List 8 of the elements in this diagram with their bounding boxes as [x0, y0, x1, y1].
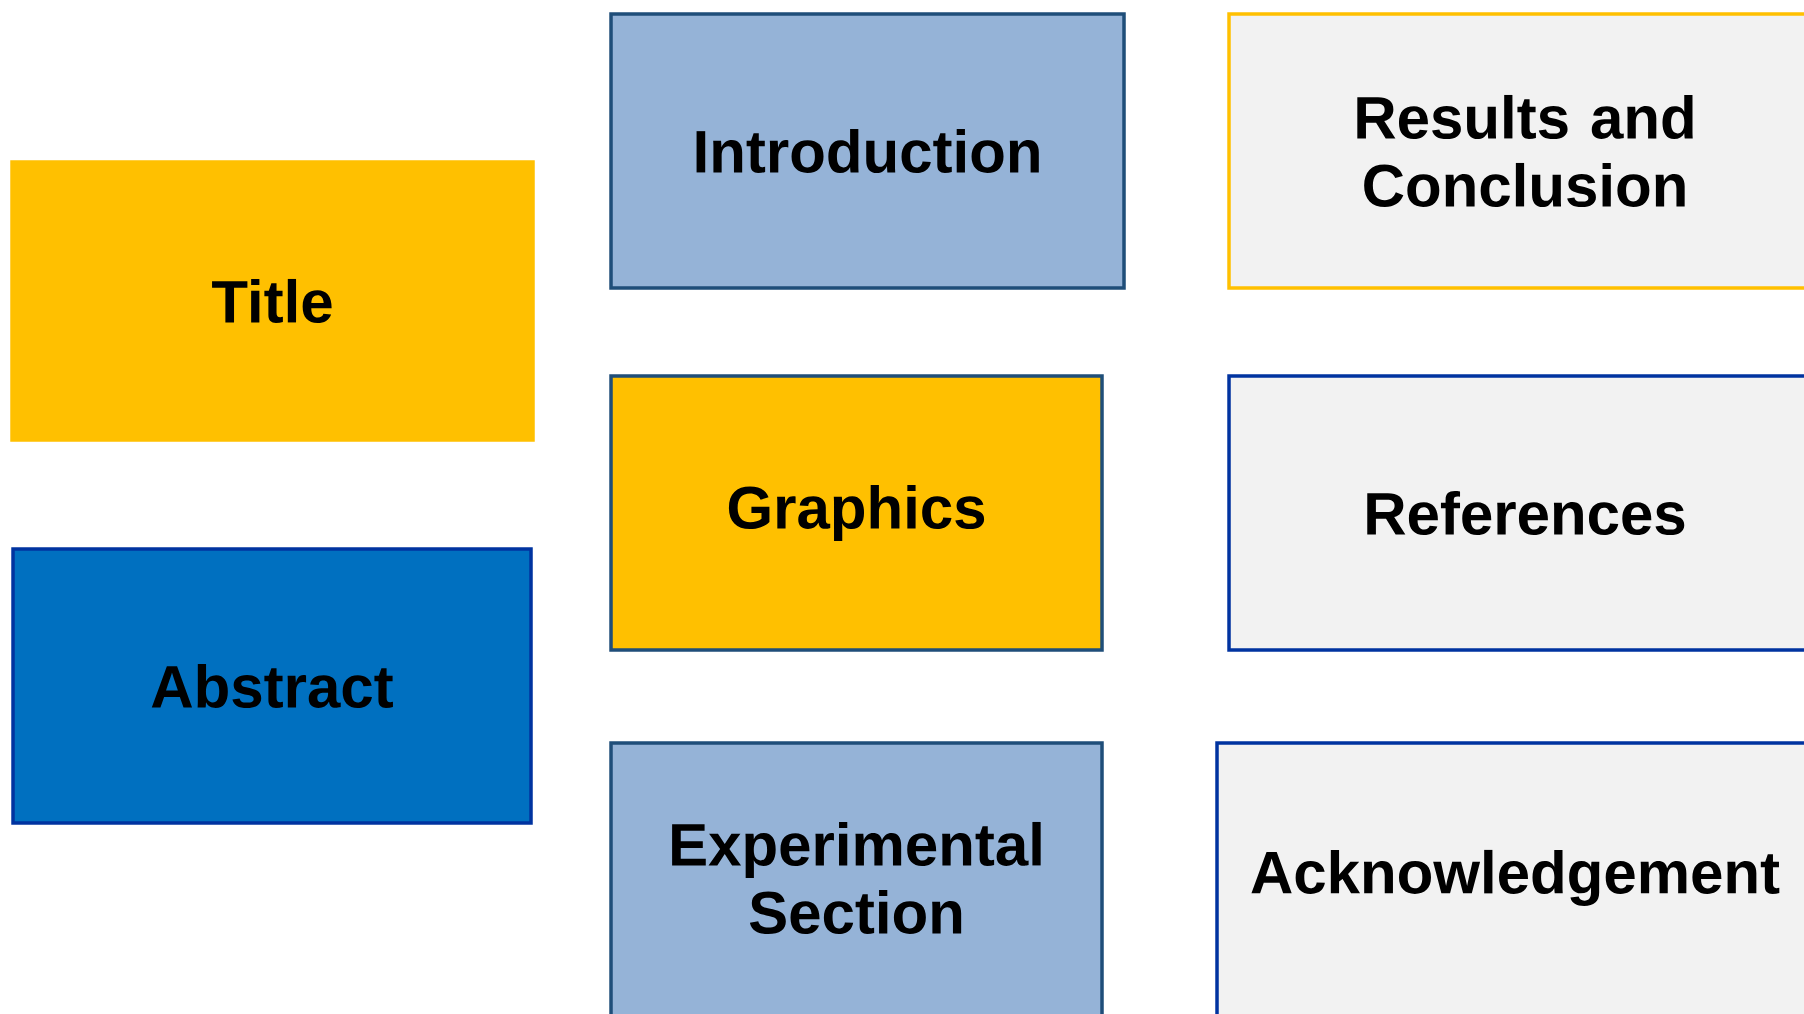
- section-box: Results and Conclusion: [1227, 12, 1804, 290]
- section-box: Acknowledgement: [1215, 741, 1804, 1014]
- section-box: Introduction: [609, 12, 1126, 290]
- section-box: Experimental Section: [609, 741, 1104, 1014]
- section-box: Graphics: [609, 374, 1104, 652]
- section-box: Abstract: [11, 547, 533, 825]
- section-box: References: [1227, 374, 1804, 652]
- section-box: Title: [10, 160, 535, 442]
